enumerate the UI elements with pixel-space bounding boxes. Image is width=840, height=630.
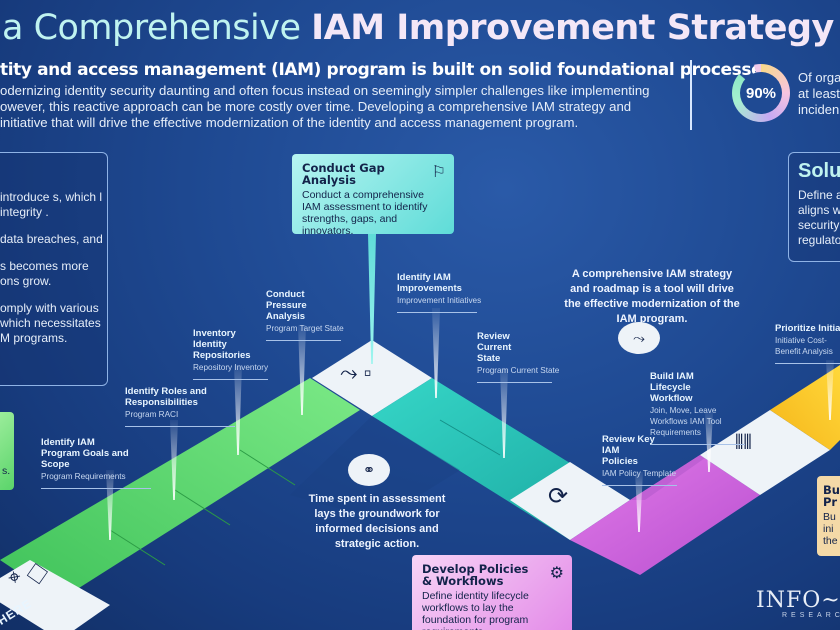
step-program-goals: Identify IAM Program Goals and Scope Pro… [41,437,151,489]
beam-build-workflow [705,412,713,472]
beam-pressure [298,325,306,415]
intro-paragraph: odernizing identity security daunting an… [0,83,650,130]
gear-cycle-icon: ⚙ [549,565,564,582]
gap-analysis-callout: Conduct Gap Analysis Conduct a comprehen… [292,154,454,237]
roadmap-note: A comprehensive IAM strategy and roadmap… [564,268,740,325]
beam-gap [368,234,376,364]
solution-panel [788,152,840,262]
solution-panel-title: Solu [798,160,840,182]
step-pressure: Conduct Pressure Analysis Program Target… [266,289,344,341]
route-map-icon: ⤳ [618,322,660,354]
tan-callout: Bu Pr Bu ini the [817,476,840,556]
step-build-workflow: Build IAM Lifecycle Workflow Join, Move,… [650,371,750,445]
stat-text: Of orga at least inciden [798,70,840,117]
green-callout: s. [0,412,14,490]
beam-program-goals [106,470,114,540]
solution-panel-text: Define a aligns w security regulato [798,188,840,247]
step-key-policies: Review Key IAM Policies IAM Policy Templ… [602,434,677,486]
policies-tile-icon: ⟳ [548,483,569,510]
gap-analysis-tile-icon: ⤳ ▫ [340,360,372,385]
header-divider [690,60,692,130]
brand-logo-sub: RESEARC [782,612,840,619]
beam-key-policies [635,472,643,532]
page-subtitle: tity and access management (IAM) program… [0,60,778,80]
step-prioritize: Prioritize Initiatives Initiative Cost-B… [775,323,840,364]
roadmap-path-icon: ⚐ [431,164,446,181]
step-improvements: Identify IAM Improvements Improvement In… [397,272,481,313]
problem-panel [0,152,108,386]
page-title: a Comprehensive IAM Improvement Strategy [2,8,834,48]
beam-roles [170,420,178,500]
beam-improvements [432,308,440,398]
assessment-note: Time spent in assessment lays the ground… [308,493,446,550]
beam-prioritize [826,360,834,420]
brand-logo: INFO~ [756,588,840,613]
policies-callout: Develop Policies & Workflows Define iden… [412,555,572,630]
workflow-tile-icon: ⫴⫴ [735,432,752,454]
step-current-state: Review Current State Program Current Sta… [477,331,559,383]
stat-value: 90% [745,84,777,102]
beam-inventory [234,365,242,455]
step-inventory: Inventory Identity Repositories Reposito… [193,328,268,380]
step-roles: Identify Roles and Responsibilities Prog… [125,386,235,427]
stat-ring-chart: 90% [732,64,790,122]
beam-current-state [500,368,508,458]
binoculars-icon: ⚭ [348,454,390,486]
problem-panel-text: introduce s, which l integrity . data br… [0,190,103,345]
